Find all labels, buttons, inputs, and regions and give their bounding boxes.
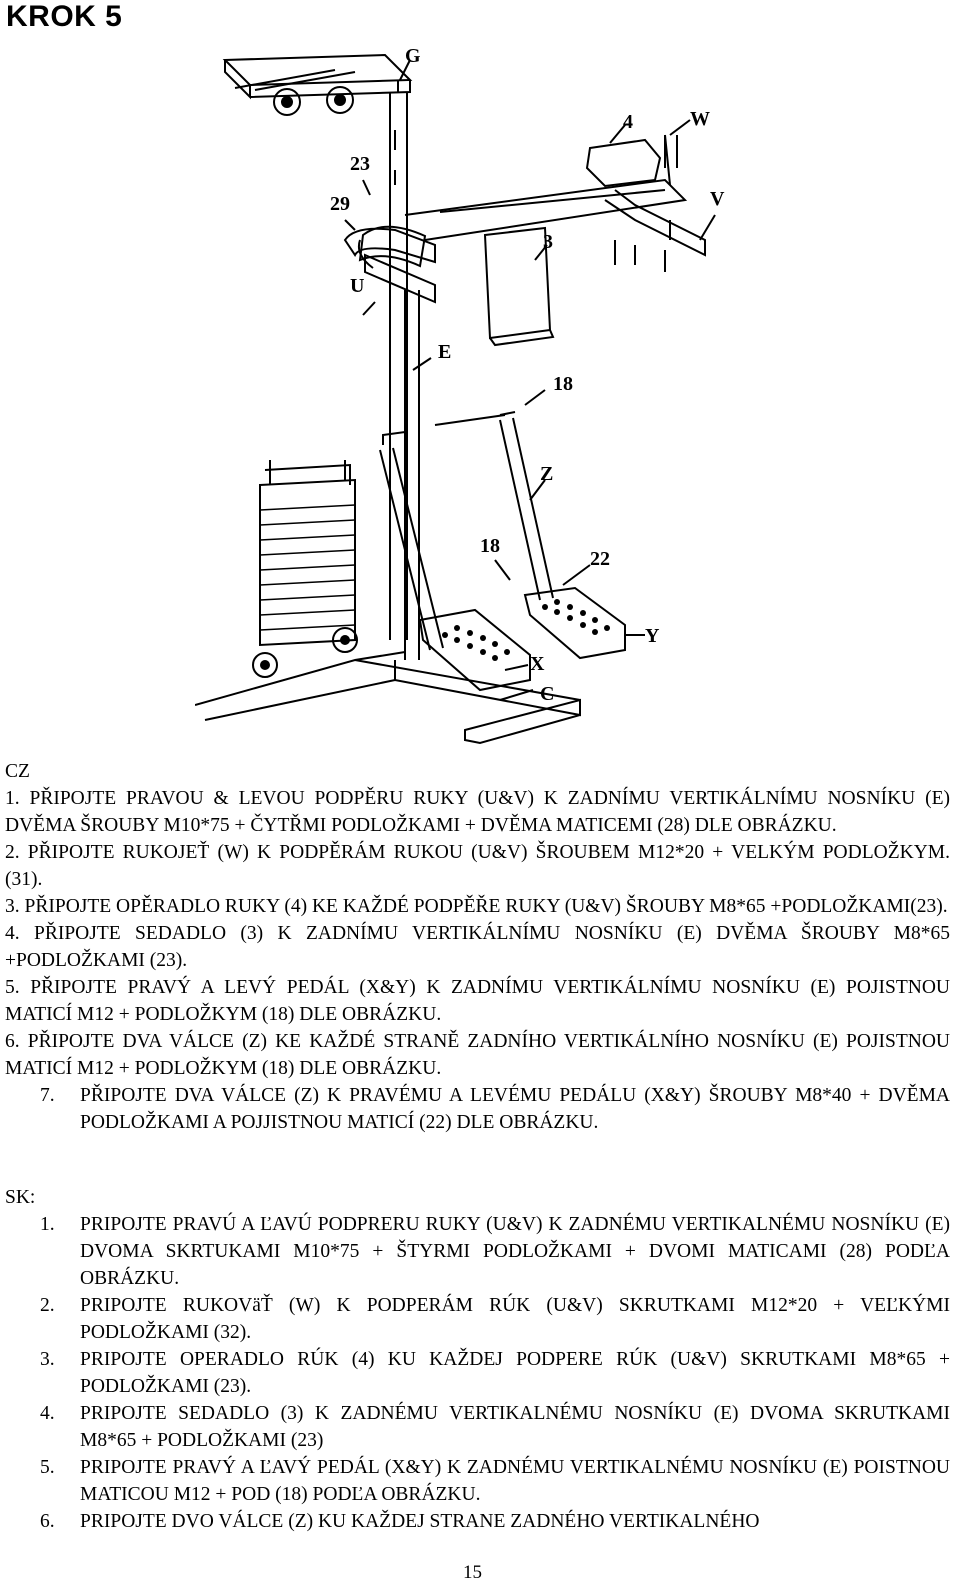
cz-item-7-number: 7. <box>40 1085 55 1106</box>
page-title: KROK 5 <box>6 0 123 33</box>
cz-item-4: 4. PŘIPOJTE SEDADLO (3) K ZADNÍMU VERTIK… <box>5 923 950 971</box>
label-U: U <box>350 275 364 297</box>
sk-item: 6. PRIPOJTE DVO VÁLCE (Z) KU KAŽDEJ STRA… <box>5 1508 950 1535</box>
sk-item-number: 4. <box>40 1403 55 1424</box>
label-22: 22 <box>590 548 610 570</box>
label-G: G <box>405 45 421 67</box>
cz-item-1: 1. PŘIPOJTE PRAVOU & LEVOU PODPĚRU RUKY … <box>5 788 950 836</box>
assembly-diagram: G 23 29 U 4 W V 3 E 18 Z 18 22 Y X C <box>194 40 960 760</box>
cz-heading: CZ <box>5 761 30 782</box>
label-V: V <box>710 188 725 210</box>
sk-item-text: PRIPOJTE PRAVÝ A ĽAVÝ PEDÁL (X&Y) K ZADN… <box>80 1457 950 1505</box>
label-23: 23 <box>350 153 370 175</box>
cz-instructions: CZ 1. PŘIPOJTE PRAVOU & LEVOU PODPĚRU RU… <box>5 758 950 1136</box>
cz-item-7: 7. PŘIPOJTE DVA VÁLCE (Z) K PRAVÉMU A LE… <box>5 1082 950 1136</box>
cz-item-3: 3. PŘIPOJTE OPĚRADLO RUKY (4) KE KAŽDÉ P… <box>5 896 948 917</box>
cz-item-5: 5. PŘIPOJTE PRAVÝ A LEVÝ PEDÁL (X&Y) K Z… <box>5 977 950 1025</box>
cz-item-2: 2. PŘIPOJTE RUKOJEŤ (W) K PODPĚRÁM RUKOU… <box>5 842 950 890</box>
sk-item-number: 6. <box>40 1511 55 1532</box>
sk-heading: SK: <box>5 1187 36 1208</box>
label-18-bottom: 18 <box>480 535 500 557</box>
label-4: 4 <box>623 111 633 133</box>
label-3: 3 <box>543 231 553 253</box>
sk-item-number: 5. <box>40 1457 55 1478</box>
assembly-drawing: G 23 29 U 4 W V 3 E 18 Z 18 22 Y X C <box>194 45 725 745</box>
label-18-top: 18 <box>553 373 573 395</box>
cz-item-7-text: PŘIPOJTE DVA VÁLCE (Z) K PRAVÉMU A LEVÉM… <box>80 1085 950 1133</box>
label-Z: Z <box>540 463 553 485</box>
sk-item-number: 3. <box>40 1349 55 1370</box>
sk-item: 2. PRIPOJTE RUKOVäŤ (W) K PODPERÁM RÚK (… <box>5 1292 950 1346</box>
label-X: X <box>530 653 545 675</box>
sk-item: 1. PRIPOJTE PRAVÚ A ĽAVÚ PODPRERU RUKY (… <box>5 1211 950 1292</box>
page-number: 15 <box>463 1562 482 1583</box>
sk-item-text: PRIPOJTE SEDADLO (3) K ZADNÉMU VERTIKALN… <box>80 1403 950 1451</box>
cz-item-6: 6. PŘIPOJTE DVA VÁLCE (Z) KE KAŽDÉ STRAN… <box>5 1031 950 1079</box>
sk-item-text: PRIPOJTE DVO VÁLCE (Z) KU KAŽDEJ STRANE … <box>80 1511 760 1532</box>
label-Y: Y <box>645 625 660 647</box>
sk-item-number: 1. <box>40 1214 55 1235</box>
sk-instructions: SK: 1. PRIPOJTE PRAVÚ A ĽAVÚ PODPRERU RU… <box>5 1184 950 1535</box>
label-29: 29 <box>330 193 350 215</box>
label-C: C <box>540 683 554 705</box>
label-E: E <box>438 341 451 363</box>
sk-item-text: PRIPOJTE PRAVÚ A ĽAVÚ PODPRERU RUKY (U&V… <box>80 1214 950 1289</box>
sk-item: 3. PRIPOJTE OPERADLO RÚK (4) KU KAŽDEJ P… <box>5 1346 950 1400</box>
sk-item: 4. PRIPOJTE SEDADLO (3) K ZADNÉMU VERTIK… <box>5 1400 950 1454</box>
sk-item-number: 2. <box>40 1295 55 1316</box>
sk-item-text: PRIPOJTE OPERADLO RÚK (4) KU KAŽDEJ PODP… <box>80 1349 950 1397</box>
sk-item-text: PRIPOJTE RUKOVäŤ (W) K PODPERÁM RÚK (U&V… <box>80 1295 950 1343</box>
label-W: W <box>690 108 710 130</box>
sk-item: 5. PRIPOJTE PRAVÝ A ĽAVÝ PEDÁL (X&Y) K Z… <box>5 1454 950 1508</box>
